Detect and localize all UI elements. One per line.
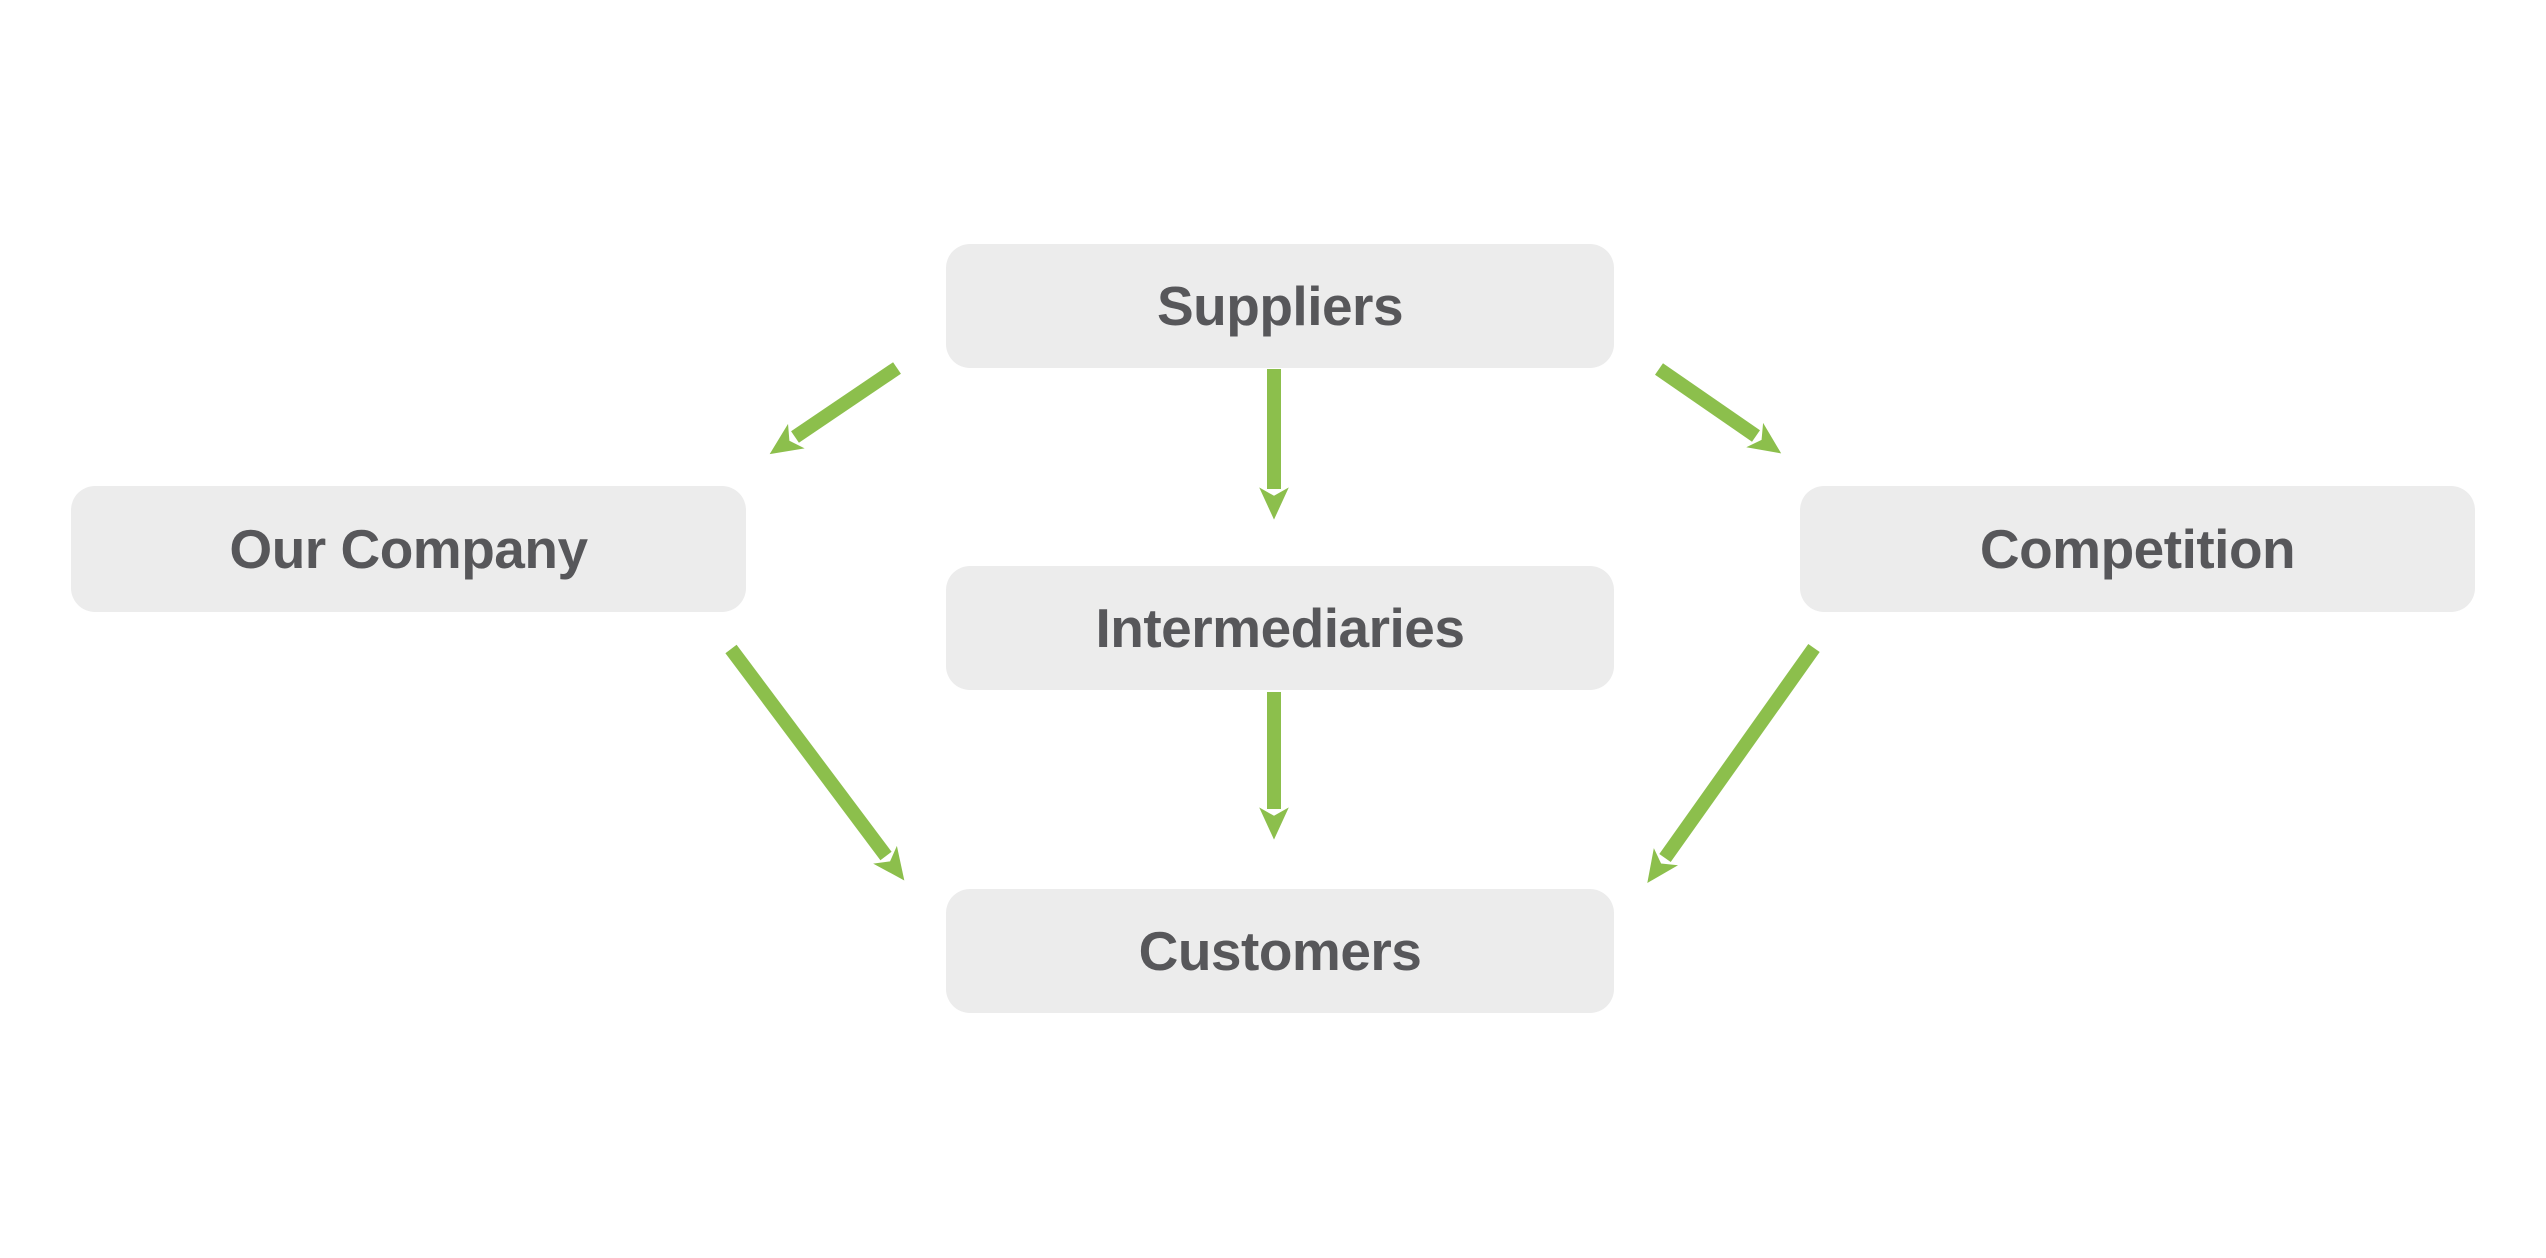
node-customers-label: Customers [1138,920,1422,982]
edge-competition-to-customers [1647,643,1820,883]
edge-suppliers-to-our-company [769,362,901,455]
node-suppliers: Suppliers [946,244,1614,368]
node-our-company: Our Company [71,486,746,612]
node-suppliers-label: Suppliers [1156,275,1404,337]
node-competition: Competition [1800,486,2475,612]
node-customers: Customers [946,889,1614,1013]
node-competition-label: Competition [1979,518,2296,580]
node-intermediaries: Intermediaries [946,566,1614,690]
edge-our-company-to-customers [725,644,905,881]
edge-suppliers-to-competition [1655,363,1782,454]
node-intermediaries-label: Intermediaries [1095,597,1465,659]
node-our-company-label: Our Company [229,518,588,580]
